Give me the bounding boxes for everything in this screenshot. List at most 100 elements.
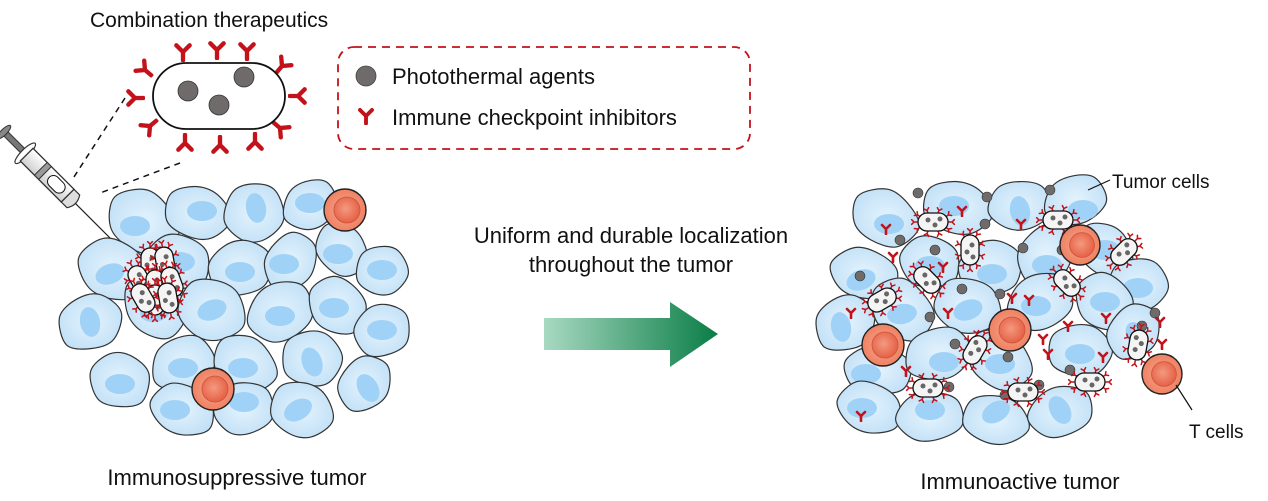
cell-nucleus	[284, 398, 312, 422]
cell-nucleus	[830, 312, 852, 342]
cell-nucleus	[160, 400, 190, 420]
antibody-legend-icon	[358, 108, 374, 125]
left-caption: Immunosuppressive tumor	[107, 465, 366, 490]
antibody-icon	[1156, 338, 1168, 350]
nanoparticle	[125, 277, 161, 319]
tumor-cell	[58, 293, 123, 350]
nanoparticle	[1122, 322, 1154, 368]
photothermal-agent-dot	[924, 311, 936, 323]
photothermal-agent-dot	[233, 66, 255, 88]
t-cells-callout: T cells	[1189, 422, 1244, 443]
tumor-cell	[263, 231, 317, 291]
tumor-cell	[962, 395, 1030, 446]
cell-nucleus	[847, 398, 877, 418]
tumor-cell	[353, 303, 410, 358]
photothermal-agent-dot	[949, 338, 961, 350]
photothermal-agent-dot	[1002, 351, 1014, 363]
cell-nucleus	[367, 320, 397, 340]
cell-nucleus	[319, 298, 349, 318]
nanoparticle	[152, 275, 184, 321]
t-cell	[323, 188, 367, 232]
cell-nucleus	[79, 307, 101, 337]
cell-nucleus	[228, 358, 258, 378]
cell-nucleus	[245, 193, 267, 223]
antibody-icon	[136, 61, 156, 81]
photothermal-agent-dot	[208, 94, 230, 116]
nanoparticle	[861, 282, 903, 318]
cell-nucleus	[225, 262, 255, 282]
legend-label-inhibitors: Immune checkpoint inhibitors	[392, 105, 677, 130]
photothermal-agent-legend-icon	[355, 65, 377, 87]
cell-nucleus	[356, 374, 380, 402]
nanoparticle-inset	[128, 43, 304, 151]
cell-nucleus	[1009, 196, 1031, 226]
nanoparticle	[1000, 376, 1046, 408]
nanoparticle	[907, 260, 947, 300]
legend: Photothermal agents Immune checkpoint in…	[337, 46, 751, 150]
nanoparticle	[957, 329, 993, 371]
t-cell	[861, 323, 905, 367]
cell-nucleus	[168, 358, 198, 378]
cell-nucleus	[953, 299, 983, 321]
nanoparticle	[1035, 204, 1081, 236]
t-cell	[191, 367, 235, 411]
cell-nucleus	[229, 392, 259, 412]
antibody-icon	[248, 134, 261, 149]
nanoparticle	[1067, 366, 1113, 398]
tumor-cell	[315, 222, 369, 278]
cell-nucleus	[1065, 344, 1095, 364]
antibody-icon	[141, 116, 161, 136]
tumor-cell	[223, 183, 285, 243]
photothermal-agent-dot	[929, 244, 941, 256]
cell-nucleus	[1090, 292, 1120, 312]
tumor-cells-callout: Tumor cells	[1112, 172, 1209, 193]
nanoparticle	[910, 206, 956, 238]
tumor-cell	[282, 330, 344, 387]
photothermal-agent-dot	[912, 187, 924, 199]
cell-nucleus	[929, 352, 959, 372]
antibody-icon	[178, 135, 191, 150]
tumor-cells-callout-line	[1087, 179, 1111, 191]
title: Combination therapeutics	[90, 9, 328, 32]
tumor-cell	[337, 355, 391, 412]
tumor-cell	[149, 382, 214, 436]
cell-nucleus	[301, 347, 323, 377]
tumor-cell	[164, 185, 232, 240]
cell-nucleus	[269, 254, 299, 274]
cell-nucleus	[982, 400, 1010, 424]
photothermal-agent-dot	[994, 288, 1006, 300]
t-cell	[1141, 353, 1183, 395]
nanoparticle	[954, 227, 986, 273]
right-caption: Immunoactive tumor	[920, 469, 1119, 494]
immunosuppressive-tumor	[58, 179, 410, 439]
tumor-cell	[308, 275, 367, 335]
tumor-cell	[207, 239, 272, 297]
cell-nucleus	[874, 214, 904, 234]
cell-nucleus	[197, 299, 227, 321]
antibody-icon	[290, 89, 305, 102]
cell-nucleus	[367, 260, 397, 280]
transition-text-line1: Uniform and durable localization	[474, 223, 788, 248]
nanoparticle	[905, 372, 951, 404]
antibody-icon	[176, 45, 189, 60]
t-cell	[988, 308, 1032, 352]
cell-nucleus	[939, 196, 969, 216]
antibody-icon	[213, 137, 226, 152]
tumor-cell	[895, 391, 964, 442]
cell-nucleus	[265, 306, 295, 326]
cell-nucleus	[1068, 200, 1098, 220]
nanoparticle	[1047, 263, 1087, 303]
cell-nucleus	[977, 264, 1007, 284]
photothermal-agent-dot	[1017, 242, 1029, 254]
t-cells-callout-line	[1175, 384, 1193, 411]
cell-nucleus	[187, 201, 217, 221]
immunoactive-tumor	[815, 174, 1183, 446]
cell-nucleus	[95, 263, 125, 285]
legend-border	[337, 46, 751, 150]
tumor-cell	[836, 380, 901, 434]
cell-nucleus	[887, 303, 917, 325]
cell-nucleus	[323, 244, 353, 264]
cell-nucleus	[1021, 296, 1051, 316]
photothermal-agent-dot	[894, 234, 906, 246]
tumor-cell	[89, 351, 150, 408]
